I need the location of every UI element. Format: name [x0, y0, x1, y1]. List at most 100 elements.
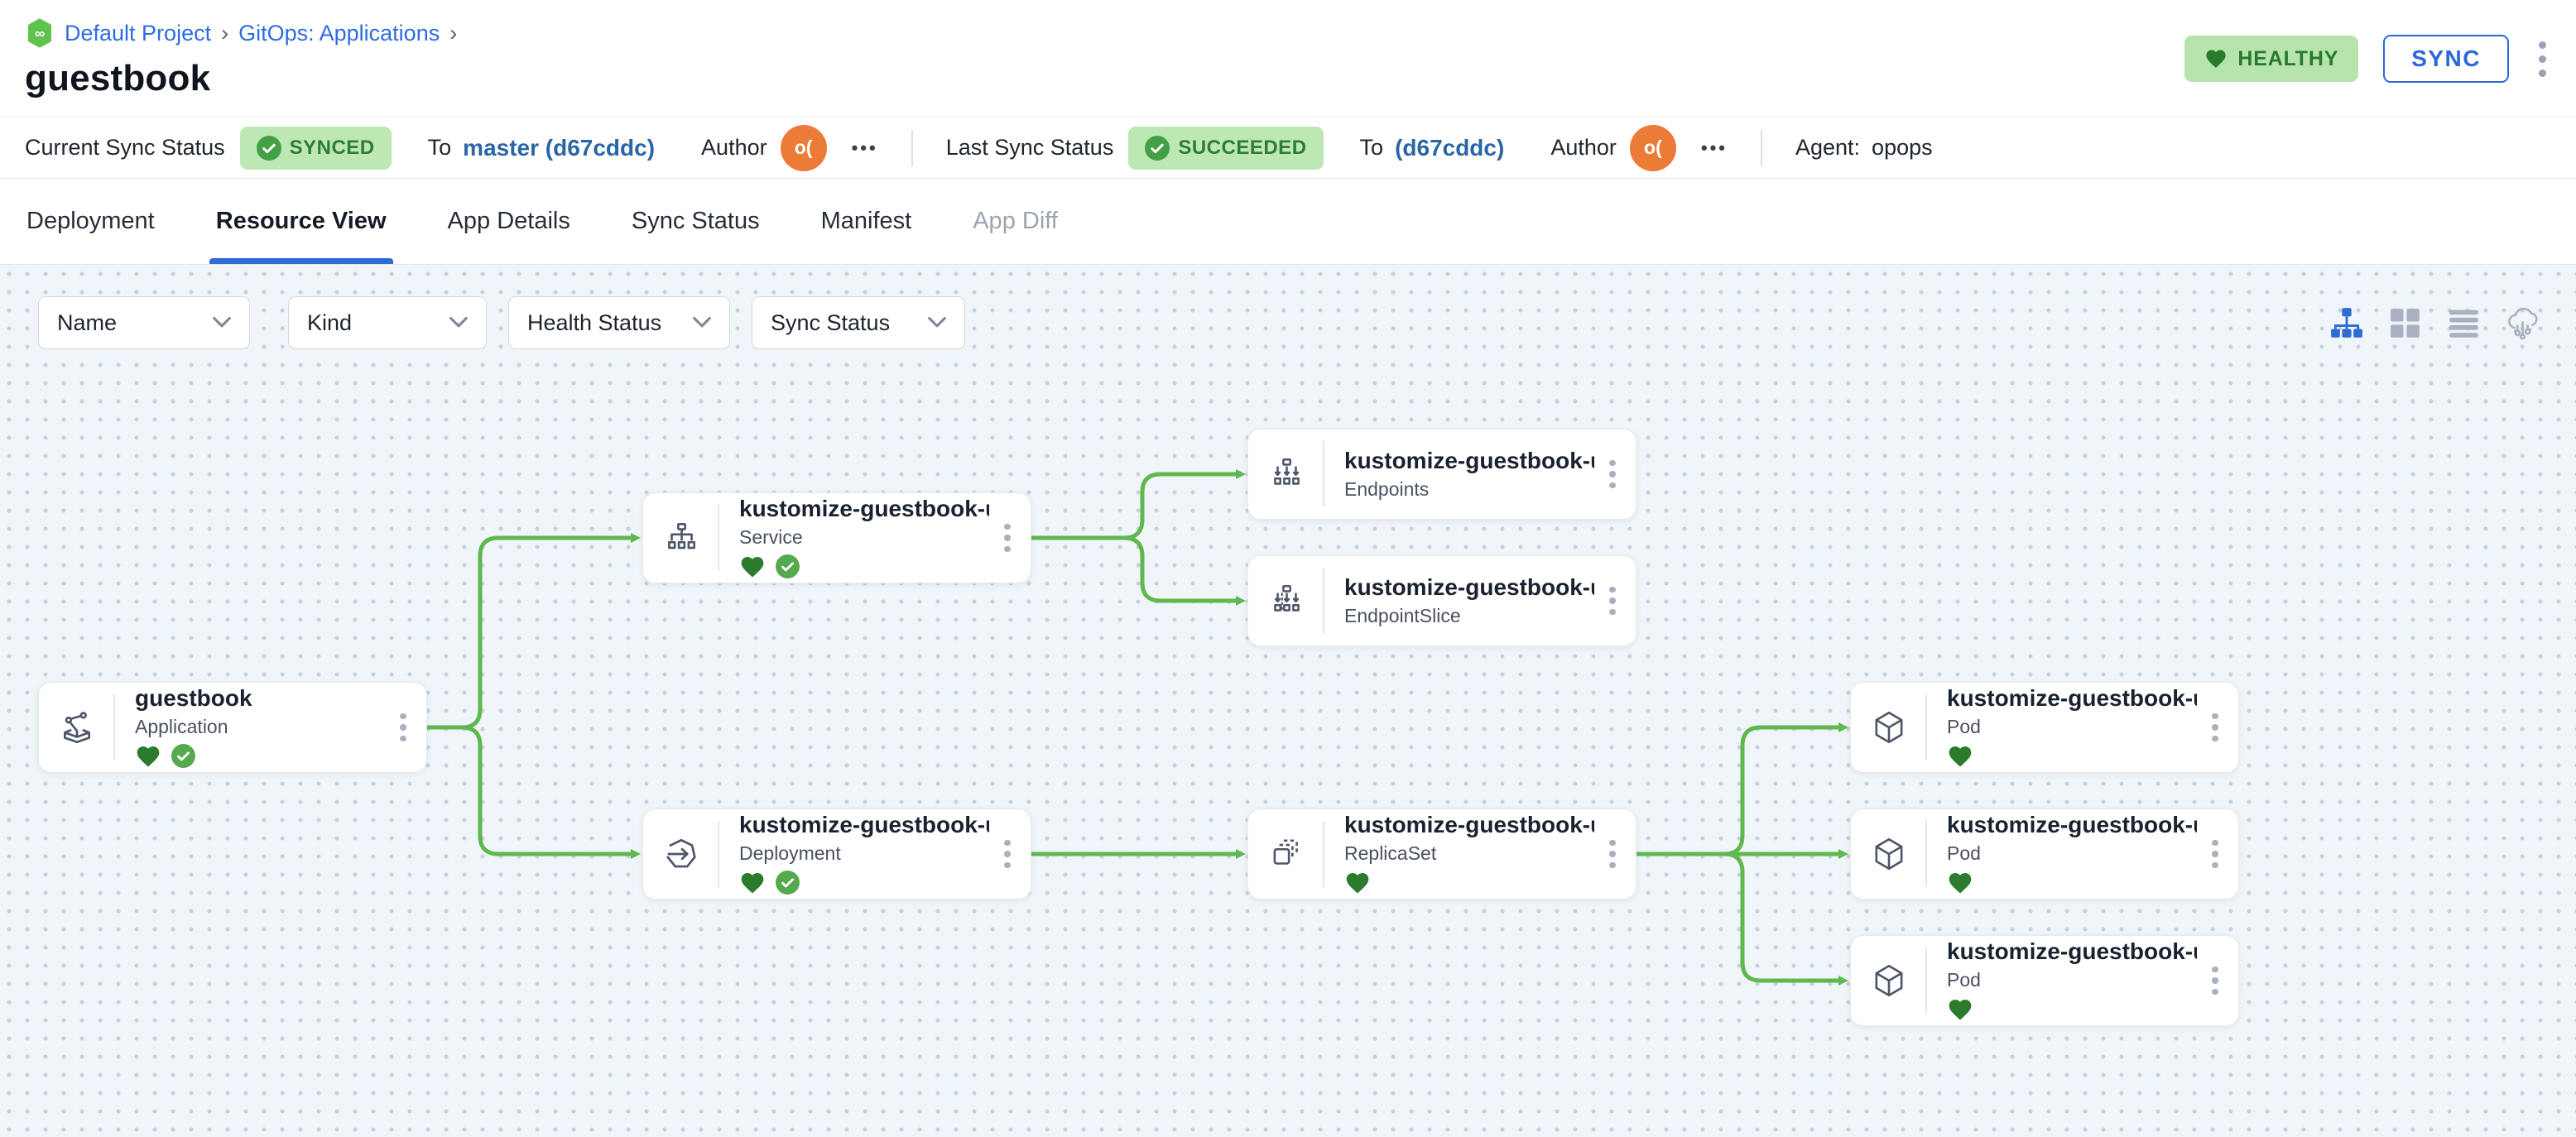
resource-node-body: kustomize-guestbook-ui Endpoints — [1324, 448, 1594, 501]
synced-badge: SYNCED — [239, 126, 392, 170]
filter-label: Health Status — [527, 309, 662, 335]
cloud-view-icon[interactable] — [2504, 305, 2541, 342]
breadcrumb: ∞ Default Project › GitOps: Applications… — [25, 17, 2553, 50]
resource-node-pod[interactable]: kustomize-guestbook-ui-... Pod — [1850, 682, 2239, 773]
resource-name: kustomize-guestbook-ui-... — [1344, 574, 1594, 600]
check-circle-icon — [257, 136, 281, 161]
resource-node-body: kustomize-guestbook-ui-... ReplicaSet — [1324, 812, 1594, 897]
resource-kind-icon — [39, 683, 115, 772]
filter-label: Kind — [307, 309, 353, 335]
check-circle-icon — [1145, 136, 1170, 161]
tab-deployment[interactable]: Deployment — [26, 208, 155, 234]
resource-status — [1947, 869, 2197, 897]
tree-view-icon[interactable] — [2328, 305, 2365, 342]
resource-node-pod[interactable]: kustomize-guestbook-ui-... Pod — [1850, 935, 2239, 1026]
to-label: To — [427, 135, 452, 160]
node-menu-button[interactable] — [989, 839, 1026, 869]
tab-app-details[interactable]: App Details — [447, 208, 570, 234]
resource-node-replicaset[interactable]: kustomize-guestbook-ui-... ReplicaSet — [1247, 808, 1636, 900]
health-status-badge: HEALTHY — [2184, 36, 2359, 82]
node-menu-button[interactable] — [1594, 839, 1631, 869]
current-sync-status-label: Current Sync Status — [25, 135, 225, 160]
resource-name: kustomize-guestbook-ui — [739, 811, 989, 837]
grid-view-icon[interactable] — [2386, 305, 2424, 342]
gitops-logo-icon: ∞ — [25, 18, 55, 48]
chevron-down-icon — [928, 317, 946, 329]
header-menu-button[interactable] — [2534, 36, 2551, 82]
healthy-heart-icon — [1344, 870, 1371, 896]
node-menu-button[interactable] — [989, 523, 1026, 553]
resource-name: guestbook — [135, 684, 252, 711]
tab-resource-view[interactable]: Resource View — [209, 179, 393, 264]
app-header: ∞ Default Project › GitOps: Applications… — [0, 0, 2576, 117]
resource-node-body: kustomize-guestbook-ui Deployment — [719, 812, 989, 897]
resource-node-body: guestbook Application — [115, 685, 385, 770]
tab-app-diff: App Diff — [973, 208, 1058, 234]
breadcrumb-section-link[interactable]: GitOps: Applications — [238, 20, 440, 46]
node-menu-button[interactable] — [2197, 966, 2233, 995]
filter-bar: Name Kind Health Status Sync Status — [38, 296, 965, 349]
resource-tree-canvas[interactable]: Name Kind Health Status Sync Status guestbo… — [0, 265, 2576, 1137]
resource-status — [135, 742, 385, 770]
last-commit-link[interactable]: (d67cddc) — [1395, 134, 1505, 161]
sync-button[interactable]: SYNC — [2383, 35, 2509, 83]
synced-check-icon — [171, 744, 195, 768]
resource-kind: ReplicaSet — [1344, 842, 1437, 864]
resource-status — [1947, 995, 2197, 1024]
filter-label: Sync Status — [771, 309, 891, 335]
filter-health-status[interactable]: Health Status — [508, 296, 730, 349]
health-badge-label: HEALTHY — [2237, 46, 2339, 70]
tab-sync-status[interactable]: Sync Status — [631, 208, 760, 234]
chevron-down-icon — [693, 317, 711, 329]
resource-status — [739, 553, 989, 581]
resource-node-application[interactable]: guestbook Application — [38, 682, 427, 773]
resource-kind: Deployment — [739, 842, 841, 864]
list-view-icon[interactable] — [2445, 305, 2482, 342]
filter-sync-status[interactable]: Sync Status — [752, 296, 965, 349]
commit-details-button[interactable]: ••• — [1700, 137, 1728, 158]
svg-text:∞: ∞ — [35, 26, 45, 41]
node-menu-button[interactable] — [1594, 459, 1631, 489]
resource-node-endpoints[interactable]: kustomize-guestbook-ui Endpoints — [1247, 429, 1636, 520]
resource-node-pod[interactable]: kustomize-guestbook-ui-... Pod — [1850, 808, 2239, 900]
breadcrumb-project-link[interactable]: Default Project — [65, 20, 212, 46]
resource-node-endpointslice[interactable]: kustomize-guestbook-ui-... EndpointSlice — [1247, 555, 1636, 646]
healthy-heart-icon — [739, 870, 766, 896]
resource-kind-icon — [643, 493, 719, 583]
resource-node-body: kustomize-guestbook-ui-... Pod — [1927, 685, 2197, 770]
view-toggles — [2328, 305, 2541, 342]
node-menu-button[interactable] — [1594, 586, 1631, 616]
resource-node-body: kustomize-guestbook-ui-... Pod — [1927, 812, 2197, 897]
resource-status — [1947, 742, 2197, 770]
succeeded-badge-label: SUCCEEDED — [1178, 136, 1307, 159]
resource-node-service[interactable]: kustomize-guestbook-ui Service — [642, 492, 1031, 583]
resource-kind: EndpointSlice — [1344, 605, 1461, 626]
node-menu-button[interactable] — [2197, 839, 2233, 869]
filter-kind[interactable]: Kind — [288, 296, 487, 349]
resource-kind-icon — [1851, 809, 1927, 899]
chevron-down-icon — [213, 317, 231, 329]
agent-value: opops — [1872, 135, 1933, 160]
commit-details-button[interactable]: ••• — [851, 137, 878, 158]
last-sync-status-section: Last Sync Status SUCCEEDED To (d67cddc) … — [945, 124, 1728, 171]
agent-info: Agent: opops — [1795, 135, 1933, 161]
filter-label: Name — [57, 309, 118, 335]
resource-node-deployment[interactable]: kustomize-guestbook-ui Deployment — [642, 808, 1031, 900]
resource-node-body: kustomize-guestbook-ui Service — [719, 496, 989, 581]
filter-name[interactable]: Name — [38, 296, 250, 349]
node-menu-button[interactable] — [385, 712, 421, 742]
heart-icon — [2204, 47, 2228, 70]
resource-kind-icon — [1248, 556, 1324, 645]
resource-kind-icon — [1248, 809, 1324, 899]
to-label: To — [1359, 135, 1384, 160]
resource-kind: Service — [739, 525, 803, 548]
resource-kind-icon — [1248, 429, 1324, 519]
resource-name: kustomize-guestbook-ui-... — [1344, 811, 1594, 837]
healthy-heart-icon — [1947, 996, 1973, 1023]
tab-manifest[interactable]: Manifest — [820, 208, 912, 234]
node-menu-button[interactable] — [2197, 712, 2233, 742]
resource-name: kustomize-guestbook-ui-... — [1947, 811, 2197, 837]
current-commit-link[interactable]: master (d67cddc) — [463, 134, 656, 161]
sync-status-bar: Current Sync Status SYNCED To master (d6… — [0, 117, 2576, 179]
last-sync-status-label: Last Sync Status — [945, 135, 1114, 160]
